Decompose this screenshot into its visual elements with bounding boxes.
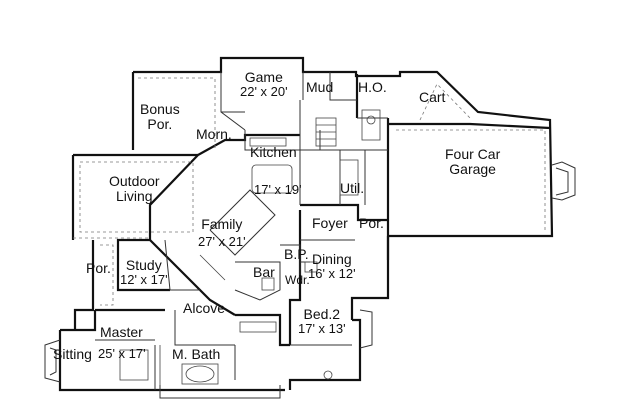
room-bar: Bar bbox=[253, 265, 275, 282]
room-bp-name: B.P. bbox=[284, 246, 309, 262]
fixtures bbox=[119, 109, 381, 385]
room-kitchen-dim-text: 17' x 19' bbox=[254, 182, 302, 197]
room-master: Master bbox=[100, 325, 143, 342]
room-porch-left-name: Por. bbox=[86, 260, 111, 276]
room-bonus-porch-name2: Por. bbox=[147, 115, 173, 132]
room-family: Family 27' x 21' bbox=[198, 217, 246, 248]
room-cart-name: Cart bbox=[419, 89, 446, 105]
room-bar-name: Bar bbox=[253, 264, 275, 280]
room-mbath: M. Bath bbox=[172, 347, 220, 364]
room-kitchen: Kitchen bbox=[250, 145, 297, 162]
room-alcove: Alcove bbox=[183, 301, 225, 318]
room-family-dim: 27' x 21' bbox=[198, 233, 246, 249]
room-ho: H.O. bbox=[358, 80, 387, 97]
room-outdoor-living-name: Outdoor bbox=[109, 173, 160, 189]
room-morning: Morn. bbox=[196, 127, 232, 144]
room-bed2: Bed.2 17' x 13' bbox=[298, 307, 346, 335]
room-study: Study 12' x 17' bbox=[120, 258, 168, 286]
bay-windows bbox=[44, 161, 576, 399]
room-foyer: Foyer bbox=[312, 216, 348, 233]
room-morning-name: Morn. bbox=[196, 126, 232, 142]
room-master-dim-text: 25' x 17' bbox=[98, 346, 146, 361]
room-ho-name: H.O. bbox=[358, 79, 387, 95]
room-bed2-name: Bed.2 bbox=[303, 306, 341, 322]
room-game-dim: 22' x 20' bbox=[240, 83, 288, 99]
interior-walls bbox=[95, 72, 388, 390]
room-game-name: Game bbox=[244, 69, 283, 85]
room-sitting: Sitting bbox=[53, 347, 92, 364]
room-garage: Four Car Garage bbox=[445, 147, 500, 176]
room-bonus-porch: Bonus Por. bbox=[140, 102, 180, 131]
room-garage-name: Four Car bbox=[445, 146, 501, 162]
room-study-dim: 12' x 17' bbox=[120, 271, 168, 287]
dashed-outlines bbox=[79, 77, 546, 306]
room-bed2-dim: 17' x 13' bbox=[298, 320, 346, 336]
room-utility-name: Util. bbox=[340, 180, 365, 196]
room-dining-name: Dining bbox=[311, 251, 352, 267]
room-foyer-name: Foyer bbox=[312, 215, 348, 231]
room-master-name: Master bbox=[100, 324, 143, 340]
room-outdoor-living-name2: Living bbox=[116, 187, 153, 204]
room-bonus-porch-name: Bonus bbox=[140, 101, 180, 117]
room-kitchen-dim: 17' x 19' bbox=[254, 183, 302, 197]
room-alcove-name: Alcove bbox=[183, 300, 226, 316]
room-garage-name2: Garage bbox=[449, 160, 496, 177]
room-wdr-name: Wdr. bbox=[285, 273, 310, 287]
room-porch-left: Por. bbox=[86, 261, 111, 278]
room-game: Game 22' x 20' bbox=[240, 70, 288, 98]
room-wdr: Wdr. bbox=[285, 272, 310, 289]
room-dining: Dining 16' x 12' bbox=[308, 252, 356, 280]
room-master-dim: 25' x 17' bbox=[98, 347, 146, 361]
room-mud: Mud bbox=[306, 80, 333, 97]
room-family-name: Family bbox=[201, 216, 243, 232]
room-porch-front-name: Por. bbox=[359, 215, 384, 231]
room-mbath-name: M. Bath bbox=[172, 346, 221, 362]
room-bp: B.P. bbox=[284, 247, 309, 264]
exterior-walls bbox=[58, 56, 554, 392]
room-dining-dim: 16' x 12' bbox=[308, 265, 356, 281]
room-mud-name: Mud bbox=[306, 79, 334, 95]
room-utility: Util. bbox=[340, 181, 364, 198]
room-outdoor-living: Outdoor Living bbox=[109, 174, 160, 203]
room-kitchen-name: Kitchen bbox=[250, 144, 297, 160]
room-porch-front: Por. bbox=[359, 216, 384, 233]
room-cart: Cart bbox=[419, 90, 445, 107]
room-study-name: Study bbox=[125, 257, 162, 273]
room-sitting-name: Sitting bbox=[53, 346, 92, 362]
